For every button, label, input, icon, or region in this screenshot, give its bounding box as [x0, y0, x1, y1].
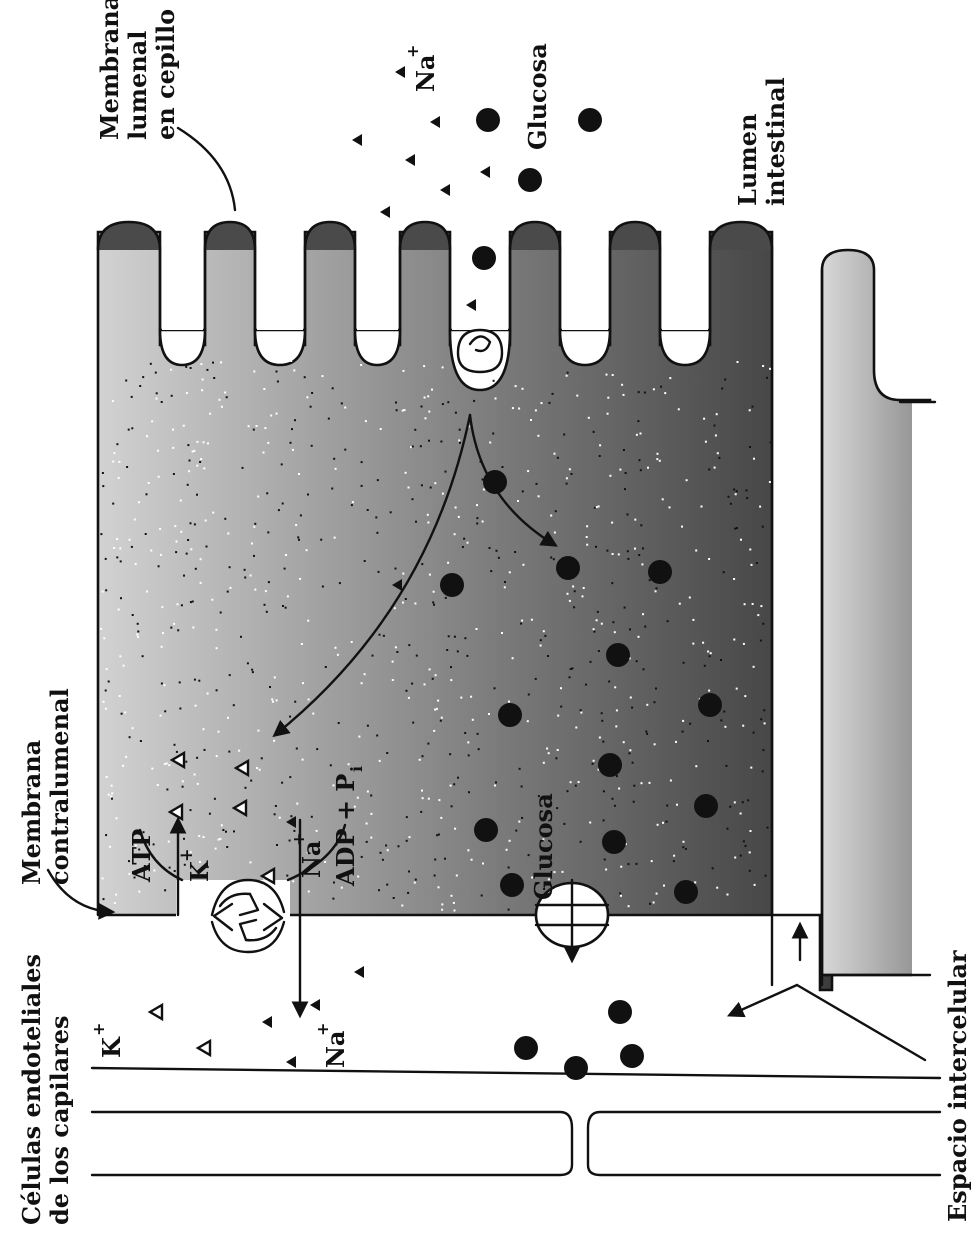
- intercellular-space-line-right: [797, 985, 925, 1060]
- label-na-capillary-sup: +: [313, 1023, 332, 1036]
- label-k-capillary-sup: +: [89, 1023, 108, 1036]
- neighbour-edge-mask: [912, 402, 932, 977]
- label-endoteliales-line1: Células endoteliales: [17, 954, 46, 1225]
- intercellular-space-line-left: [730, 985, 797, 1015]
- label-membrana-lumenal-line1: Membrana: [95, 0, 124, 140]
- label-celulas-endoteliales: Células endoteliales de los capilares: [17, 954, 74, 1225]
- sglt-symporter: [458, 330, 502, 372]
- label-na-lumen-sup: +: [403, 45, 422, 58]
- na-k-pump: [176, 880, 290, 952]
- label-contralumenal-line2: contralumenal: [45, 688, 74, 885]
- label-adp-pi-sub: i: [347, 766, 366, 772]
- label-membrana-lumenal-line2: lumenal: [123, 31, 152, 140]
- label-lumen-line2: intestinal: [761, 77, 790, 206]
- label-glucosa-lumen: Glucosa: [523, 43, 552, 150]
- label-atp: ATP: [127, 829, 156, 883]
- label-contralumenal-line1: Membrana: [17, 740, 46, 885]
- svg-text:Na: Na: [411, 55, 440, 93]
- label-k-capillary: K +: [89, 1023, 126, 1058]
- label-na-lumen: Na +: [403, 45, 440, 92]
- label-na-capillary: Na +: [313, 1023, 350, 1068]
- label-membrana-lumenal: Membrana lumenal en cepillo: [95, 0, 180, 140]
- label-lumen: Lumen intestinal: [733, 77, 790, 206]
- label-na-pump-sup: +: [289, 833, 308, 846]
- label-membrana-contralumenal: Membrana contralumenal: [17, 688, 74, 885]
- svg-text:K: K: [97, 1036, 126, 1058]
- label-k-pump-sup: +: [177, 849, 196, 862]
- label-endoteliales-line2: de los capilares: [45, 1015, 74, 1225]
- label-espacio-intercelular: Espacio intercelular: [943, 950, 972, 1222]
- label-glucosa-basal: Glucosa: [529, 793, 558, 900]
- capillary-endothelium: [92, 1068, 940, 1175]
- svg-text:K: K: [185, 860, 214, 882]
- label-membrana-lumenal-line3: en cepillo: [151, 9, 180, 140]
- svg-text:ADP + P: ADP + P: [331, 774, 360, 887]
- label-lumen-line1: Lumen: [733, 114, 762, 206]
